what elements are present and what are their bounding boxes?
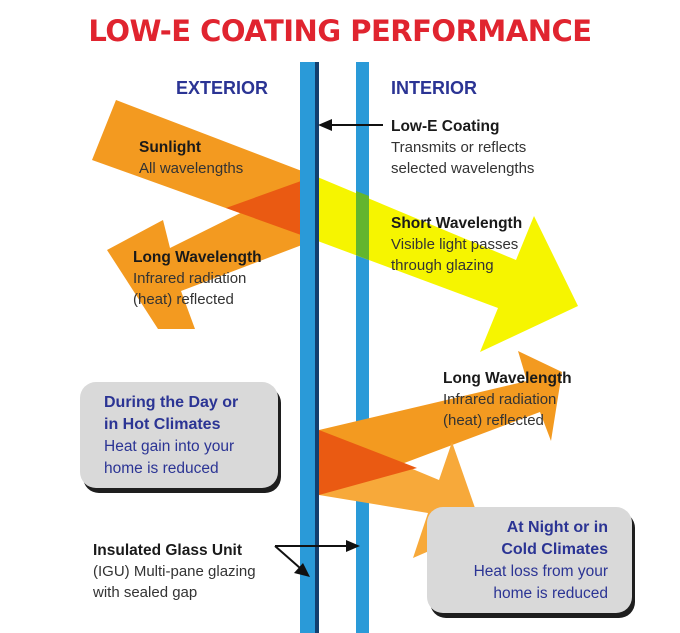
short-wavelength-desc-1: Visible light passes: [391, 236, 519, 253]
exterior-glass-pane: [300, 62, 315, 633]
callout-day-desc-2: home is reduced: [104, 460, 219, 477]
interior-glass-pane: [356, 62, 369, 633]
long-wavelength-interior-label: Long Wavelength Infrared radiation (heat…: [443, 368, 572, 431]
callout-day-hot-climates: During the Day or in Hot Climates Heat g…: [80, 382, 278, 488]
interior-label: INTERIOR: [391, 78, 478, 98]
igu-pointer-down: [274, 545, 310, 577]
igu-label: Insulated Glass Unit (IGU) Multi-pane gl…: [93, 540, 256, 603]
long-wavelength-exterior-desc-2: (heat) reflected: [133, 291, 234, 308]
callout-night-title-1: At Night or in: [506, 519, 608, 536]
exterior-label: EXTERIOR: [176, 78, 269, 98]
igu-desc-2: with sealed gap: [93, 584, 198, 601]
short-wavelength-desc-2: through glazing: [391, 257, 494, 274]
low-e-coating-desc-1: Transmits or reflects: [391, 139, 527, 156]
short-wavelength-pane-overlap: [356, 191, 369, 260]
short-wavelength-arrow: [315, 176, 578, 352]
low-e-coating-label: Low-E Coating Transmits or reflects sele…: [391, 116, 534, 179]
callout-day-desc-1: Heat gain into your: [104, 438, 235, 455]
callout-night-desc-1: Heat loss from your: [473, 563, 608, 580]
callout-night-desc-2: home is reduced: [493, 585, 608, 602]
page-title: LOW-E COATING PERFORMANCE: [88, 14, 592, 48]
coating-overlap-zone-interior: [319, 430, 417, 495]
callout-day-title-1: During the Day or: [104, 394, 239, 411]
short-wavelength-title: Short Wavelength: [391, 215, 523, 232]
callout-day-title-2: in Hot Climates: [104, 416, 221, 433]
igu-pointer-right: [275, 540, 360, 552]
long-wavelength-exterior-title: Long Wavelength: [133, 249, 262, 266]
long-wavelength-interior-desc-2: (heat) reflected: [443, 412, 544, 429]
long-wavelength-exterior-desc-1: Infrared radiation: [133, 270, 247, 287]
sunlight-label: Sunlight All wavelengths: [139, 137, 243, 179]
igu-title: Insulated Glass Unit: [93, 542, 243, 559]
sunlight-desc: All wavelengths: [139, 160, 244, 177]
coating-overlap-zone-exterior: [226, 176, 315, 240]
callout-night-title-2: Cold Climates: [501, 541, 608, 558]
sunlight-title: Sunlight: [139, 139, 201, 156]
long-wavelength-interior-title: Long Wavelength: [443, 370, 572, 387]
low-e-coating-desc-2: selected wavelengths: [391, 160, 535, 177]
callout-night-cold-climates: At Night or in Cold Climates Heat loss f…: [427, 507, 632, 613]
short-wavelength-label: Short Wavelength Visible light passes th…: [391, 213, 522, 276]
low-e-coating-title: Low-E Coating: [391, 118, 500, 135]
long-wavelength-exterior-label: Long Wavelength Infrared radiation (heat…: [133, 247, 262, 310]
long-wavelength-interior-desc-1: Infrared radiation: [443, 391, 557, 408]
low-e-coating-pointer: [318, 119, 383, 131]
igu-desc-1: (IGU) Multi-pane glazing: [93, 563, 256, 580]
low-e-coating-line: [315, 62, 319, 633]
